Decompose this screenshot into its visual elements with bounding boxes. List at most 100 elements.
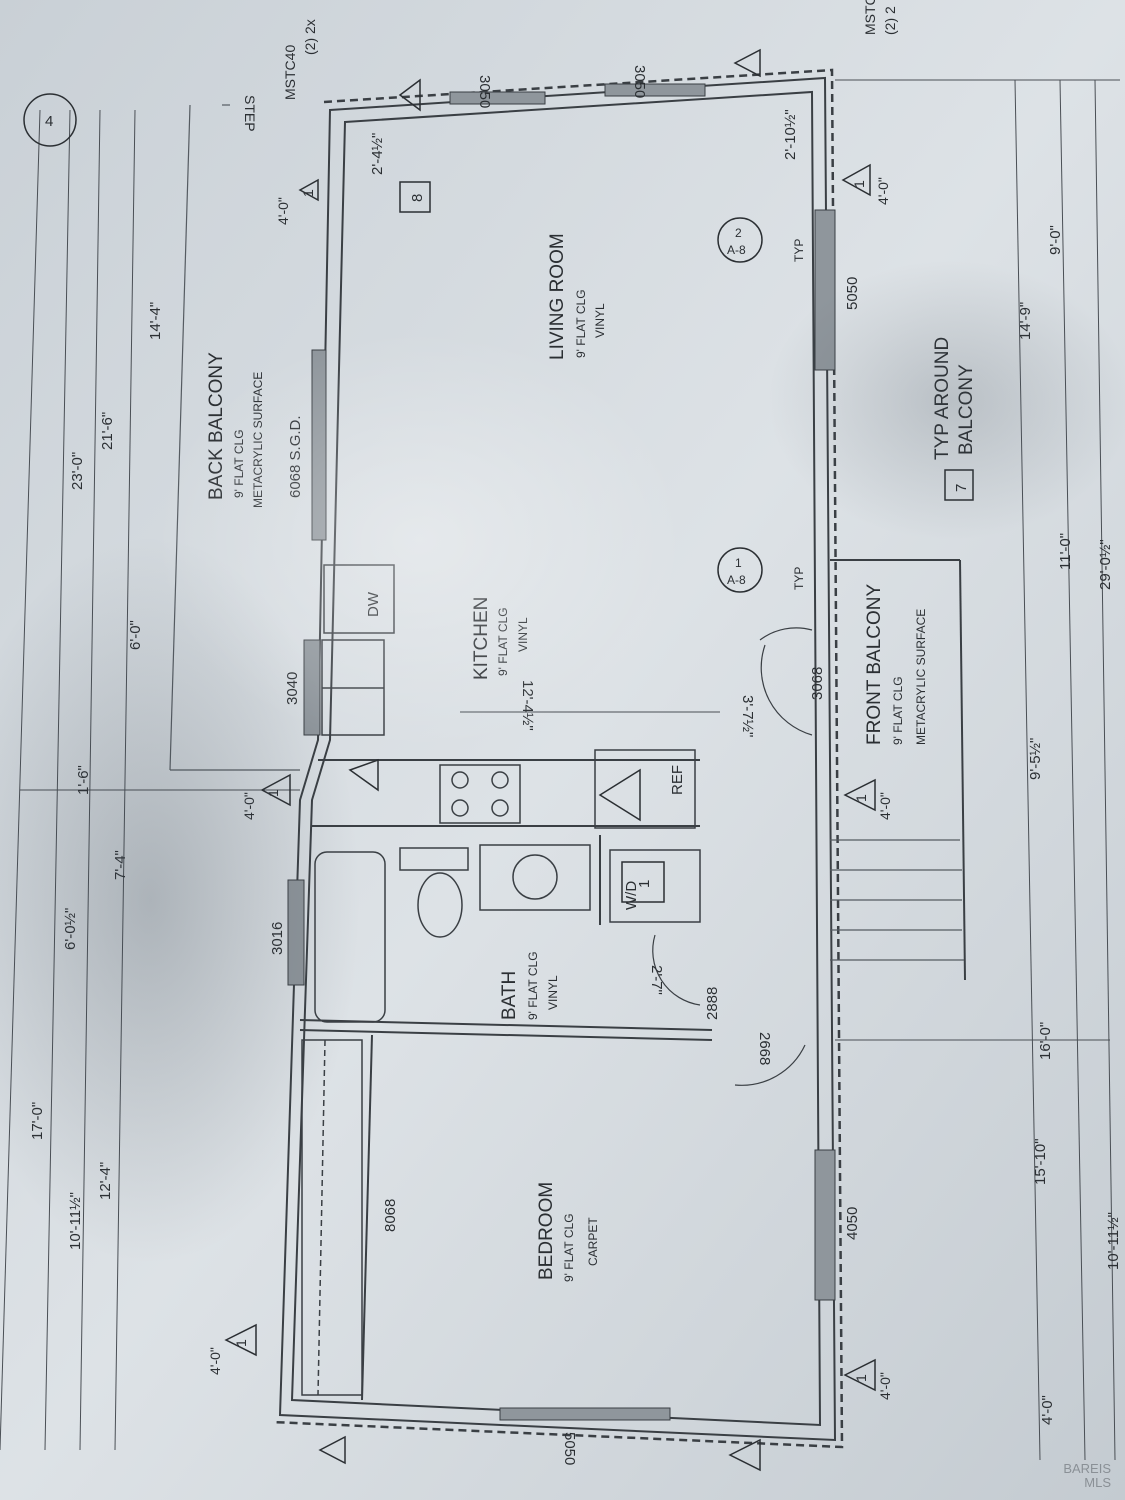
dim-left-17-0: 17'-0" <box>29 1102 46 1140</box>
dim-3-7: 3'-7½" <box>739 695 756 737</box>
tri-corner-four: 4'-0" <box>877 1372 893 1400</box>
detail-b-number: 1 <box>735 556 742 570</box>
detail-a-sheet: A-8 <box>727 243 746 257</box>
opening-right-5050: 5050 <box>844 277 861 310</box>
window-bath <box>287 879 305 986</box>
dim-2-4: 2'-4½" <box>369 133 386 175</box>
dim-2-7: 2'-7" <box>648 965 665 995</box>
keynote-1: 1 <box>636 880 653 888</box>
step-label: STEP <box>242 95 258 132</box>
watermark-line-1: BAREIS <box>1063 1461 1111 1476</box>
kitchen-ceiling: 9' FLAT CLG <box>496 607 510 676</box>
back-balcony-outline <box>169 104 300 771</box>
dim-left-10-11: 10'-11½" <box>67 1192 84 1250</box>
bathtub <box>314 851 386 1023</box>
interior-walls <box>299 559 966 1401</box>
dishwasher-label: DW <box>365 591 382 617</box>
window-top-b <box>604 83 706 97</box>
opening-bed-4050: 4050 <box>844 1207 861 1240</box>
kitchen-name: KITCHEN <box>471 597 492 680</box>
tri-bath-four: 4'-0" <box>241 792 257 820</box>
detail-b-sheet: A-8 <box>727 573 746 587</box>
opening-top-3050-a: 3050 <box>476 75 493 108</box>
fixtures <box>301 564 701 1396</box>
tri-front-four: 4'-0" <box>877 792 893 820</box>
dim-right-9-0: 9'-0" <box>1047 225 1064 255</box>
mstc-a2-label: (2) 2x <box>302 19 318 55</box>
window-bottom <box>499 1407 671 1421</box>
closet <box>301 1039 363 1396</box>
dishwasher <box>323 564 395 634</box>
bedroom-name: BEDROOM <box>536 1182 557 1280</box>
tri-front-num: 1 <box>853 794 869 802</box>
dim-2-10: 2'-10½" <box>782 109 799 160</box>
keynote-tags <box>23 48 974 1472</box>
tri-living-num: 1 <box>300 189 316 197</box>
vanity <box>479 844 591 911</box>
dim-right-10-11: 10'-11½" <box>1105 1212 1122 1270</box>
window-bedroom <box>814 1149 836 1301</box>
living-room-floor: VINYL <box>593 303 607 338</box>
opening-top-3050-b: 3050 <box>631 65 648 98</box>
mstc-a-label: MSTC40 <box>282 45 298 100</box>
dim-left-14-4: 14'-4" <box>147 302 164 340</box>
opening-slider: 6068 S.G.D. <box>287 415 304 498</box>
door-swings <box>652 627 813 1086</box>
tri-right-num: 1 <box>851 180 867 188</box>
typ-around-label: TYP AROUND <box>932 337 953 460</box>
dimension-lines <box>0 79 1120 1461</box>
bath-name: BATH <box>499 971 520 1020</box>
back-balcony-floor: METACRYLIC SURFACE <box>251 372 265 508</box>
opening-kitchen-3040: 3040 <box>284 672 301 705</box>
slider-door <box>311 349 327 541</box>
dim-right-14-9: 14'-9" <box>1017 302 1034 340</box>
dim-left-12-4: 12'-4" <box>97 1162 114 1200</box>
window-kitchen <box>303 639 321 736</box>
dim-right-4-0: 4'-0" <box>1039 1395 1056 1425</box>
living-room-name: LIVING ROOM <box>547 233 568 360</box>
dim-right-15-10: 15'-10" <box>1032 1138 1049 1185</box>
refrigerator <box>594 749 696 829</box>
window-right <box>814 209 836 371</box>
sink-basin <box>512 854 558 900</box>
tri-bedroom-num: 1 <box>233 1339 249 1347</box>
dim-left-6-0: 6'-0" <box>127 620 144 650</box>
tri-corner-num: 1 <box>853 1374 869 1382</box>
washer-dryer-label: W/D <box>623 881 640 910</box>
bedroom-ceiling: 9' FLAT CLG <box>562 1213 576 1282</box>
opening-bottom-5050: 5050 <box>561 1432 578 1465</box>
watermark-line-2: MLS <box>1084 1475 1111 1490</box>
front-balcony-floor: METACRYLIC SURFACE <box>914 609 928 745</box>
back-balcony-name: BACK BALCONY <box>206 352 227 500</box>
keynote-8: 8 <box>409 194 426 202</box>
dim-12-4: 12'-4½" <box>519 680 536 731</box>
dim-left-7-4: 7'-4" <box>112 850 129 880</box>
dim-right-11-0: 11'-0" <box>1057 533 1074 570</box>
bedroom-floor: CARPET <box>586 1217 600 1266</box>
keynote-7: 7 <box>953 484 970 492</box>
dim-right-16-0: 16'-0" <box>1037 1022 1054 1060</box>
opening-closet: 8068 <box>382 1199 399 1232</box>
dim-left-23-0: 23'-0" <box>69 452 86 490</box>
mstc-b-label: MSTC <box>862 0 878 35</box>
range <box>439 764 521 824</box>
toilet <box>417 872 463 938</box>
windows <box>287 83 836 1421</box>
dim-left-6-0half: 6'-0½" <box>62 908 79 950</box>
washer-dryer <box>609 849 701 923</box>
front-balcony-name: FRONT BALCONY <box>864 583 885 745</box>
tri-bath-num: 1 <box>265 789 281 797</box>
window-top-a <box>449 91 546 105</box>
stair-lines <box>830 839 964 961</box>
tri-right-four: 4'-0" <box>875 177 891 205</box>
back-balcony-ceiling: 9' FLAT CLG <box>232 429 246 498</box>
kitchen-floor: VINYL <box>516 617 530 652</box>
detail-a-number: 2 <box>735 226 742 240</box>
opening-bath-3016: 3016 <box>269 922 286 955</box>
bath-floor: VINYL <box>546 975 560 1010</box>
typ-around-balcony: BALCONY <box>956 364 977 455</box>
tri-living-four: 4'-0" <box>275 197 291 225</box>
